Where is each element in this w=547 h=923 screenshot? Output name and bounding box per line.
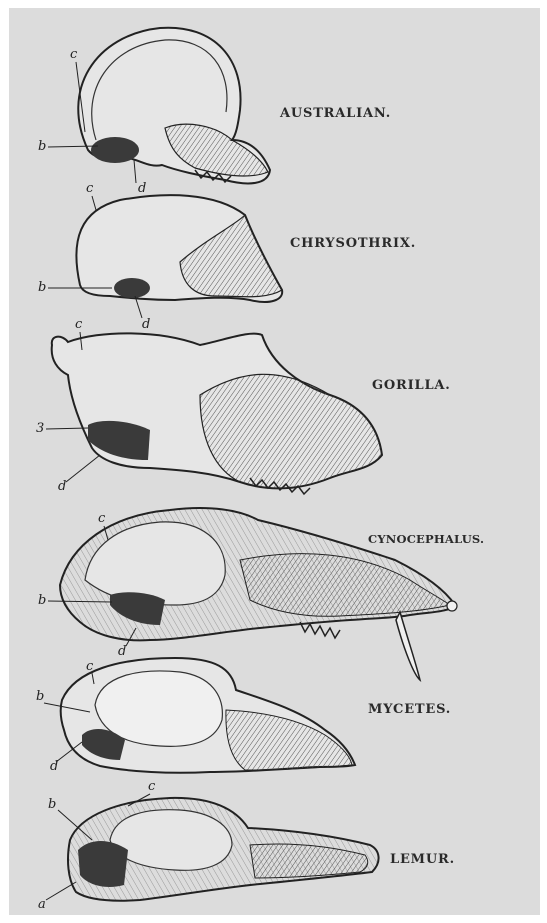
svg-text:c: c (86, 659, 94, 674)
svg-text:c: c (75, 317, 83, 332)
label-lemur: LEMUR. (390, 852, 455, 867)
label-australian: AUSTRALIAN. (280, 106, 391, 121)
svg-text:c: c (70, 47, 78, 62)
skull-australian (78, 28, 270, 184)
svg-text:c: c (98, 511, 106, 526)
svg-text:b: b (36, 689, 44, 704)
svg-text:d: d (138, 181, 146, 196)
svg-text:d: d (118, 644, 126, 659)
label-chrysothrix: CHRYSOTHRIX. (290, 236, 416, 251)
svg-text:d: d (142, 317, 150, 332)
skull-mycetes (61, 658, 355, 773)
label-gorilla: GORILLA. (372, 378, 451, 393)
svg-text:b: b (38, 139, 46, 154)
svg-text:a: a (38, 897, 46, 912)
svg-text:b: b (38, 593, 46, 608)
skull-lemur (68, 798, 379, 901)
svg-text:d: d (58, 479, 66, 494)
svg-text:c: c (148, 779, 156, 794)
label-mycetes: MYCETES. (368, 702, 451, 717)
svg-text:b: b (48, 797, 56, 812)
svg-text:c: c (86, 181, 94, 196)
skull-chrysothrix (76, 195, 282, 302)
label-cynocephalus: CYNOCEPHALUS. (368, 532, 484, 546)
svg-text:3: 3 (36, 421, 44, 436)
svg-text:b: b (38, 280, 46, 295)
skull-gorilla (52, 333, 382, 494)
